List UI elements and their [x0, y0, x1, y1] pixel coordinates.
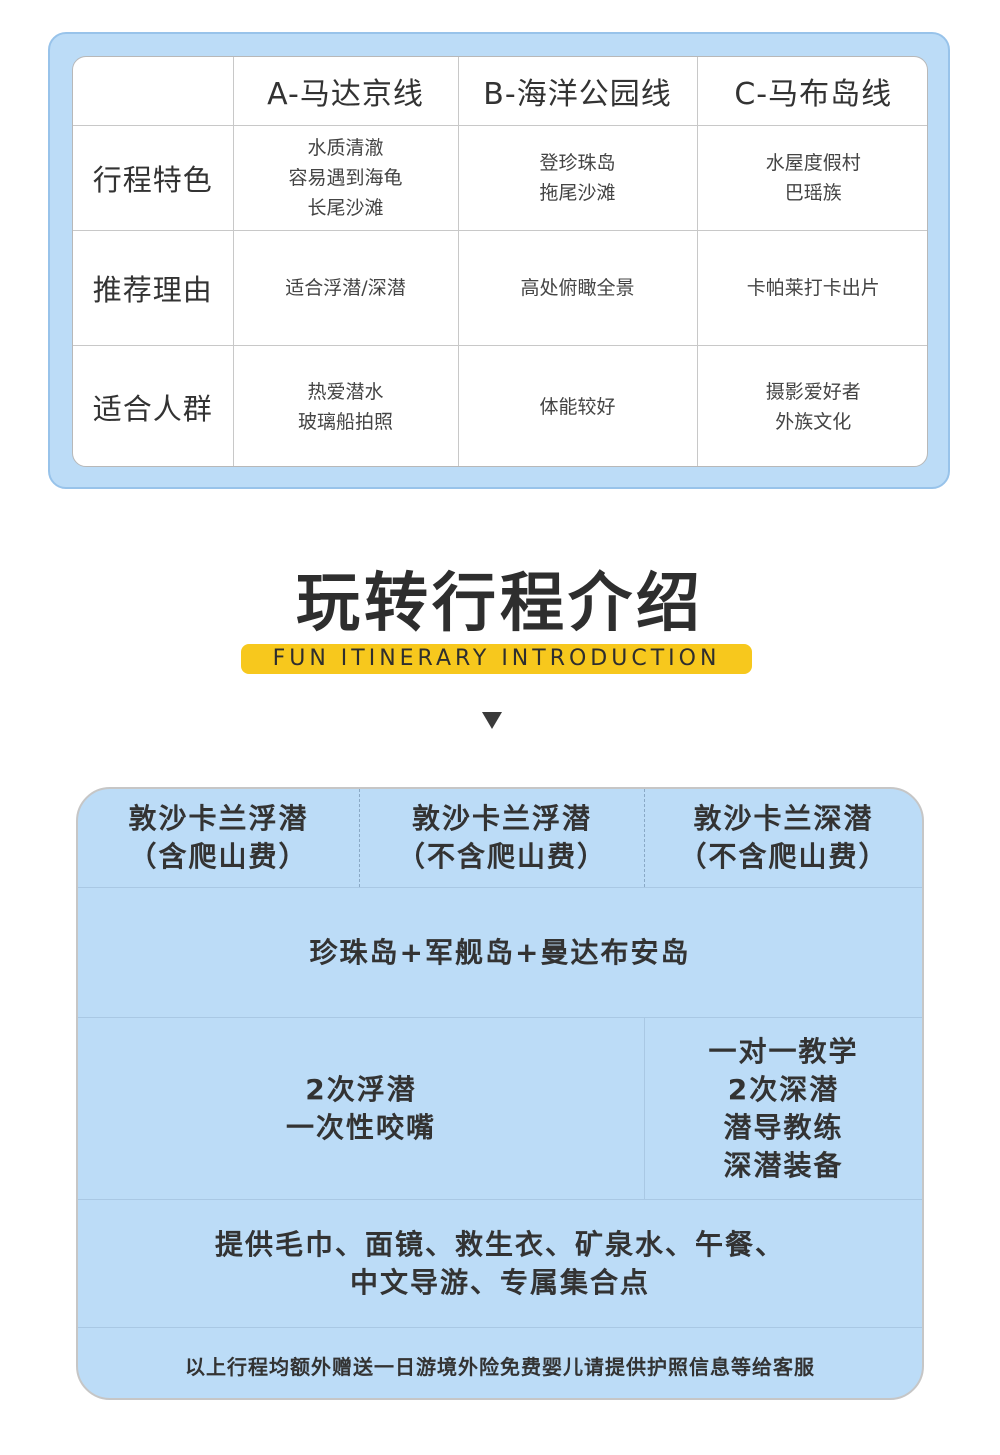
- islands-cell: 珍珠岛+军舰岛+曼达布安岛: [309, 935, 691, 969]
- dive-activities-cell: 一对一教学 2次深潜 潜导教练 深潜装备: [708, 1034, 859, 1182]
- table-cell: 高处俯瞰全景: [457, 229, 698, 346]
- route-comparison-table: A-马达京线 B-海洋公园线 C-马布岛线 行程特色 水质清澈 容易遇到海龟 长…: [72, 56, 928, 467]
- itinerary-table: 敦沙卡兰浮潜 （含爬山费） 敦沙卡兰浮潜 （不含爬山费） 敦沙卡兰深潜 （不含爬…: [76, 787, 924, 1400]
- row-header-audience: 适合人群: [73, 344, 234, 466]
- table-header-row: A-马达京线 B-海洋公园线 C-马布岛线: [73, 57, 927, 126]
- table-cell: 水质清澈 容易遇到海龟 长尾沙滩: [232, 124, 459, 231]
- row-header-features: 行程特色: [73, 124, 234, 231]
- section-subtitle-banner: FUN ITINERARY INTRODUCTION: [241, 644, 752, 674]
- includes-cell: 提供毛巾、面镜、救生衣、矿泉水、午餐、 中文导游、专属集合点: [214, 1227, 785, 1299]
- table-cell: 适合浮潜/深潜: [232, 229, 459, 346]
- package-header: 敦沙卡兰浮潜 （含爬山费）: [78, 789, 360, 887]
- table-row: 适合人群 热爱潜水 玻璃船拍照 体能较好 摄影爱好者 外族文化: [73, 344, 927, 466]
- table-cell: 卡帕莱打卡出片: [696, 229, 927, 346]
- column-header-route-c: C-马布岛线: [696, 57, 927, 126]
- arrow-down-icon: [482, 712, 502, 729]
- table-cell: 摄影爱好者 外族文化: [696, 344, 927, 466]
- comparison-frame: A-马达京线 B-海洋公园线 C-马布岛线 行程特色 水质清澈 容易遇到海龟 长…: [48, 32, 950, 489]
- package-header: 敦沙卡兰深潜 （不含爬山费）: [678, 802, 889, 873]
- table-cell: 体能较好: [457, 344, 698, 466]
- package-header-row: 敦沙卡兰浮潜 （含爬山费） 敦沙卡兰浮潜 （不含爬山费） 敦沙卡兰深潜 （不含爬…: [78, 789, 922, 888]
- activities-row: 2次浮潜 一次性咬嘴 一对一教学 2次深潜 潜导教练 深潜装备: [78, 1018, 922, 1200]
- footnote-cell: 以上行程均额外赠送一日游境外险免费婴儿请提供护照信息等给客服: [185, 1354, 815, 1379]
- table-cell: 登珍珠岛 拖尾沙滩: [457, 124, 698, 231]
- column-header-route-a: A-马达京线: [232, 57, 459, 126]
- table-row: 行程特色 水质清澈 容易遇到海龟 长尾沙滩 登珍珠岛 拖尾沙滩 水屋度假村 巴瑶…: [73, 124, 927, 231]
- table-row: 推荐理由 适合浮潜/深潜 高处俯瞰全景 卡帕莱打卡出片: [73, 229, 927, 346]
- row-header-reasons: 推荐理由: [73, 229, 234, 346]
- includes-row: 提供毛巾、面镜、救生衣、矿泉水、午餐、 中文导游、专属集合点: [78, 1200, 922, 1328]
- table-cell: 热爱潜水 玻璃船拍照: [232, 344, 459, 466]
- footnote-row: 以上行程均额外赠送一日游境外险免费婴儿请提供护照信息等给客服: [78, 1328, 922, 1398]
- snorkel-activities-cell: 2次浮潜 一次性咬嘴: [78, 1018, 645, 1199]
- table-cell: 水屋度假村 巴瑶族: [696, 124, 927, 231]
- section-title: 玩转行程介绍: [296, 567, 704, 641]
- package-header: 敦沙卡兰浮潜 （不含爬山费）: [360, 789, 645, 887]
- corner-cell: [73, 57, 234, 126]
- islands-row: 珍珠岛+军舰岛+曼达布安岛: [78, 888, 922, 1018]
- column-header-route-b: B-海洋公园线: [457, 57, 698, 126]
